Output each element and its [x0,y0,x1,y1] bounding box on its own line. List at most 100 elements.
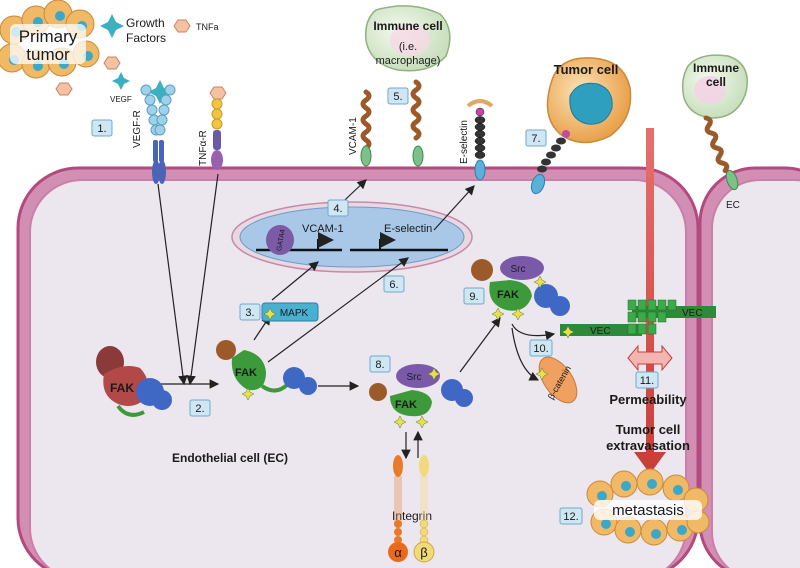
signaling-arrows [150,173,556,460]
phosphate-icon [263,307,277,321]
step-7-label: 7. [531,133,540,145]
vegf-r-label: VEGF-R [132,110,143,148]
phosphate-icon [393,415,407,429]
integrin-alpha-subunit [388,542,408,562]
vec-label-2: VEC [682,308,703,319]
tnfar-to-fak-arrow [186,173,219,386]
step-9-label: 9. [469,291,478,303]
src-to-fak-vec-arrow [459,317,501,373]
metastasis-label: metastasis [612,502,684,519]
immune-cell-subtitle: (i.e. [399,41,417,53]
tnfa-hexagon-icon [55,82,73,96]
growth-factor-star-icon [100,14,124,38]
vcam1-receptor-label: VCAM-1 [348,117,359,155]
tnfa-r-label: TNFα-R [198,130,209,166]
fak-src-complex-right: Src FAK [471,256,570,321]
phosphate-icon [491,307,505,321]
metastasis-cluster: metastasis [586,468,710,546]
tnfa-receptor: TNFα-R [198,98,223,170]
vcam1-gene-label: VCAM-1 [302,223,344,235]
vegf-receptor: VEGF-R [132,84,176,184]
step-5-badge: 5. [387,87,409,105]
phosphate-icon [415,415,429,429]
alpha-label: α [394,545,402,560]
immune-cell-macrophage: Immune cell (i.e. macrophage) [364,5,451,72]
tumor-cell-label: Tumor cell [554,62,619,77]
src-label-1: Src [407,372,422,383]
phosphate-icon [535,367,549,381]
integrin-label: Integrin [392,509,432,523]
fak-active-2: FAK [216,340,317,401]
fak-label-3: FAK [395,399,417,411]
tnfa-hexagon-icon [209,86,227,100]
vegf-star-icon [112,72,130,90]
primary-tumor: Primary tumor [0,0,100,79]
step-9-badge: 9. [463,287,485,305]
fak-to-catenin-arrow [511,327,540,381]
mapk-label: MAPK [280,308,309,319]
vegfr-to-fak-arrow [157,183,188,386]
step-4-label: 4. [333,203,342,215]
fak-to-eselectin-arrow [267,257,409,363]
fak-inactive: FAK [96,346,172,417]
beta-catenin: β-catenin [535,356,578,404]
step-3-label: 3. [245,307,254,319]
fak-label-4: FAK [497,289,519,301]
gata4-protein [266,225,294,255]
gata4-label: GATA4 [276,229,287,252]
step-3-badge: 3. [239,303,261,321]
growth-factors: Growth Factors VEGF TNFa [55,14,227,104]
extravasation-arrow [634,128,666,474]
ec-right-label: EC [726,200,740,211]
step-6-badge: 6. [383,275,405,293]
immune-cell-title: Immune cell [373,19,442,33]
step-1-label: 1. [97,123,106,135]
step-12-badge: 12. [559,507,583,525]
e-selectin-receptor-label: E-selectin [459,120,470,164]
mapk: MAPK [261,302,319,322]
vegf-star-icon [148,80,172,104]
tnfa-label: TNFa [196,22,219,32]
permeability-double-arrow [627,344,673,372]
step-10-badge: 10. [529,339,553,357]
step-2-label: 2. [195,403,204,415]
step-12-label: 12. [563,511,578,523]
beta-label: β [420,545,427,560]
extravasation-label-line1: Tumor cell [616,422,681,437]
step-8-badge: 8. [369,355,391,373]
immune-cell-right-line1: Immune [693,61,739,75]
integrin: Integrin α β [388,455,435,563]
phosphate-icon [533,275,547,289]
extravasation-label-line2: extravasation [606,438,690,453]
fak-label-1: FAK [110,381,134,395]
step-10-label: 10. [533,343,548,355]
phosphate-icon [241,387,255,401]
fak-label-2: FAK [235,367,257,379]
fak-to-vec-arrow [511,323,556,341]
src-label-2: Src [511,264,526,275]
endothelial-cell-right [698,166,800,568]
permeability-label: Permeability [609,392,687,407]
growth-factors-label-line2: Factors [126,31,166,45]
eselectin-expression-arrow [433,185,475,231]
phosphate-icon [561,325,575,339]
step-6-label: 6. [389,279,398,291]
tnfa-hexagon-icon [103,56,121,70]
step-11-label: 11. [640,375,654,387]
ve-cadherin-junction: VEC VEC [560,299,716,339]
endothelial-cell-label: Endothelial cell (EC) [172,451,288,465]
vec-label-1: VEC [590,326,611,337]
eselectin-gene-label: E-selectin [384,223,432,235]
primary-tumor-label-line2: tumor [26,45,70,64]
step-5-label: 5. [393,91,402,103]
phosphate-icon [511,307,525,321]
integrin-beta-subunit [413,541,435,563]
tumor-cell: Tumor cell [530,57,632,195]
growth-factors-label-line1: Growth [126,16,165,30]
step-1-badge: 1. [91,119,113,137]
e-selectin-receptor: E-selectin [459,99,494,181]
vcam1-promoter-arrow [317,232,334,250]
step-11-badge: 11. [635,371,659,389]
